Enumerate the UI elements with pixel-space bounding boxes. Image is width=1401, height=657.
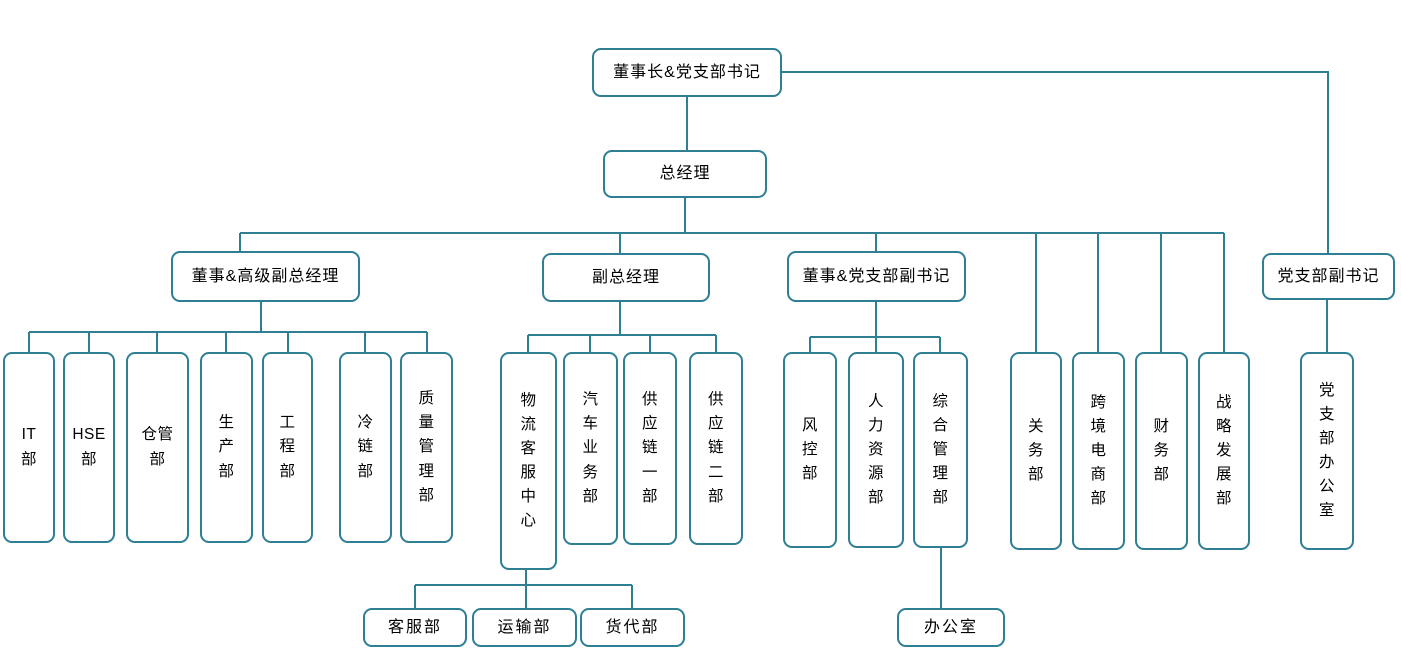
node-general-admin-dept: 综 合 管 理 部	[913, 352, 968, 548]
node-it-dept: IT 部	[3, 352, 55, 543]
org-connectors	[28, 71, 1329, 608]
node-auto-business-dept: 汽 车 业 务 部	[563, 352, 618, 545]
node-customs-dept: 关 务 部	[1010, 352, 1062, 550]
node-cross-border-dept: 跨 境 电 商 部	[1072, 352, 1125, 550]
node-supply-chain-2-dept: 供 应 链 二 部	[689, 352, 743, 545]
node-logistics-cs-center: 物 流 客 服 中 心	[500, 352, 557, 570]
node-engineering-dept: 工 程 部	[262, 352, 313, 543]
node-office: 办公室	[897, 608, 1005, 647]
node-warehouse-dept: 仓管 部	[126, 352, 189, 543]
node-senior-vp: 董事&高级副总经理	[171, 251, 360, 302]
node-customer-service-dept: 客服部	[363, 608, 467, 647]
node-general-manager: 总经理	[603, 150, 767, 198]
node-finance-dept: 财 务 部	[1135, 352, 1188, 550]
node-party-office: 党 支 部 办 公 室	[1300, 352, 1354, 550]
node-hr-dept: 人 力 资 源 部	[848, 352, 904, 548]
node-strategy-dept: 战 略 发 展 部	[1198, 352, 1250, 550]
node-production-dept: 生 产 部	[200, 352, 253, 543]
node-quality-dept: 质 量 管 理 部	[400, 352, 453, 543]
node-transport-dept: 运输部	[472, 608, 577, 647]
node-cold-chain-dept: 冷 链 部	[339, 352, 392, 543]
node-risk-control-dept: 风 控 部	[783, 352, 837, 548]
node-supply-chain-1-dept: 供 应 链 一 部	[623, 352, 677, 545]
node-hse-dept: HSE 部	[63, 352, 115, 543]
node-vp: 副总经理	[542, 253, 710, 302]
node-party-deputy: 党支部副书记	[1262, 253, 1395, 300]
node-chairman: 董事长&党支部书记	[592, 48, 782, 97]
node-director-party-deputy: 董事&党支部副书记	[787, 251, 966, 302]
node-freight-dept: 货代部	[580, 608, 685, 647]
